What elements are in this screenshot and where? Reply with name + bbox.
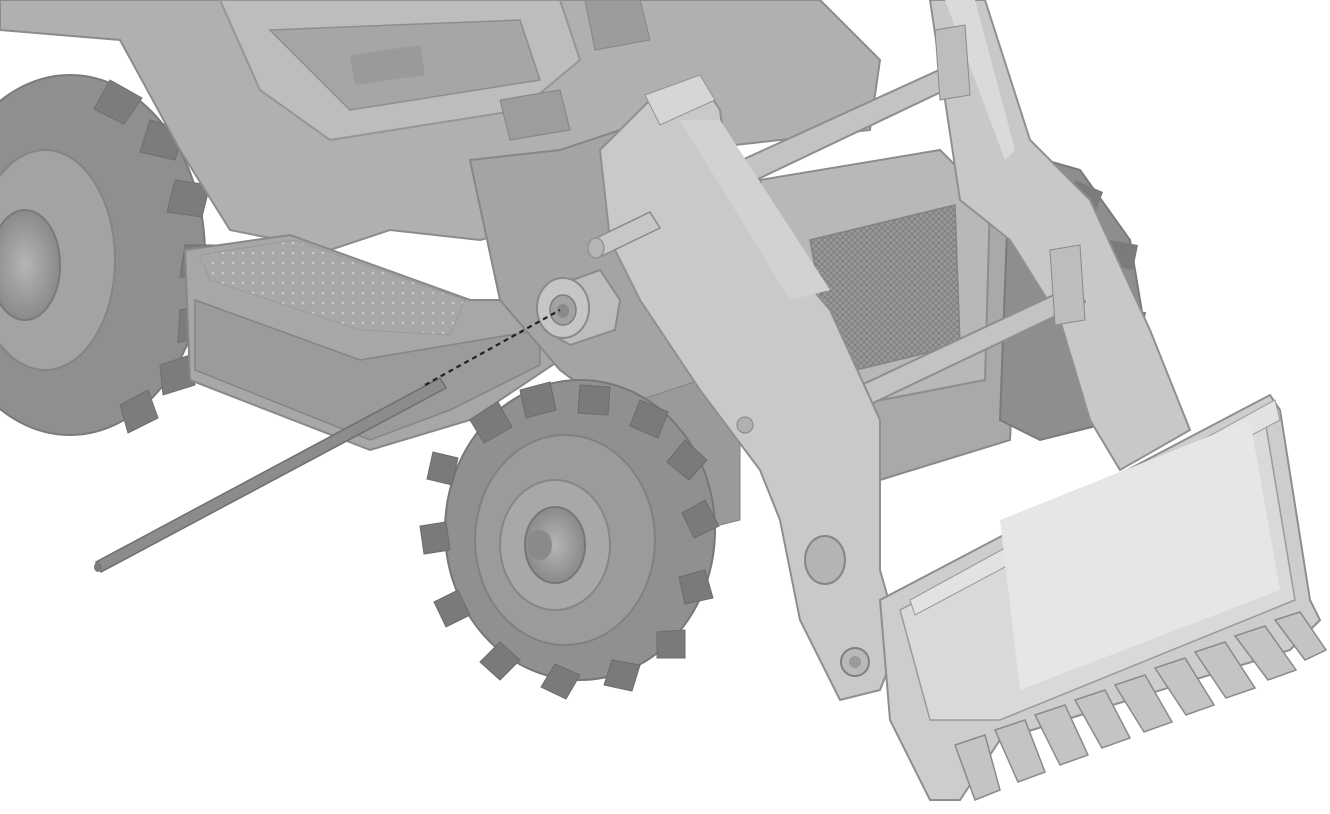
radiator-grille [758, 148, 992, 412]
upper-pin [587, 211, 662, 259]
bucket-teeth [954, 611, 1328, 801]
cross-bar-upper [718, 24, 971, 192]
seat-body [0, 0, 882, 252]
front-tire [419, 379, 720, 700]
pivot-socket [536, 268, 622, 347]
footstep [183, 233, 561, 452]
bucket [878, 393, 1322, 801]
callout-leader [424, 309, 561, 386]
axle-rod [94, 377, 448, 574]
lift-arm-left [598, 74, 902, 702]
